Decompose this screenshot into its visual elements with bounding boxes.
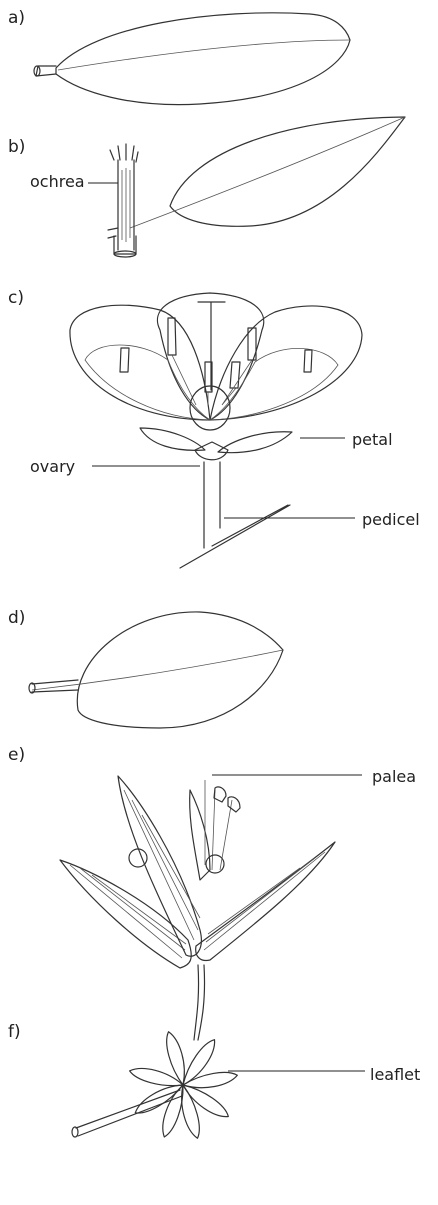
spikelet-e-drawing (60, 775, 362, 1040)
leaf-f-drawing (72, 1030, 365, 1140)
flower-c-drawing (70, 293, 362, 568)
leaf-b-drawing (88, 117, 405, 257)
leaf-a-drawing (34, 13, 350, 105)
leaf-d-drawing (29, 612, 283, 728)
